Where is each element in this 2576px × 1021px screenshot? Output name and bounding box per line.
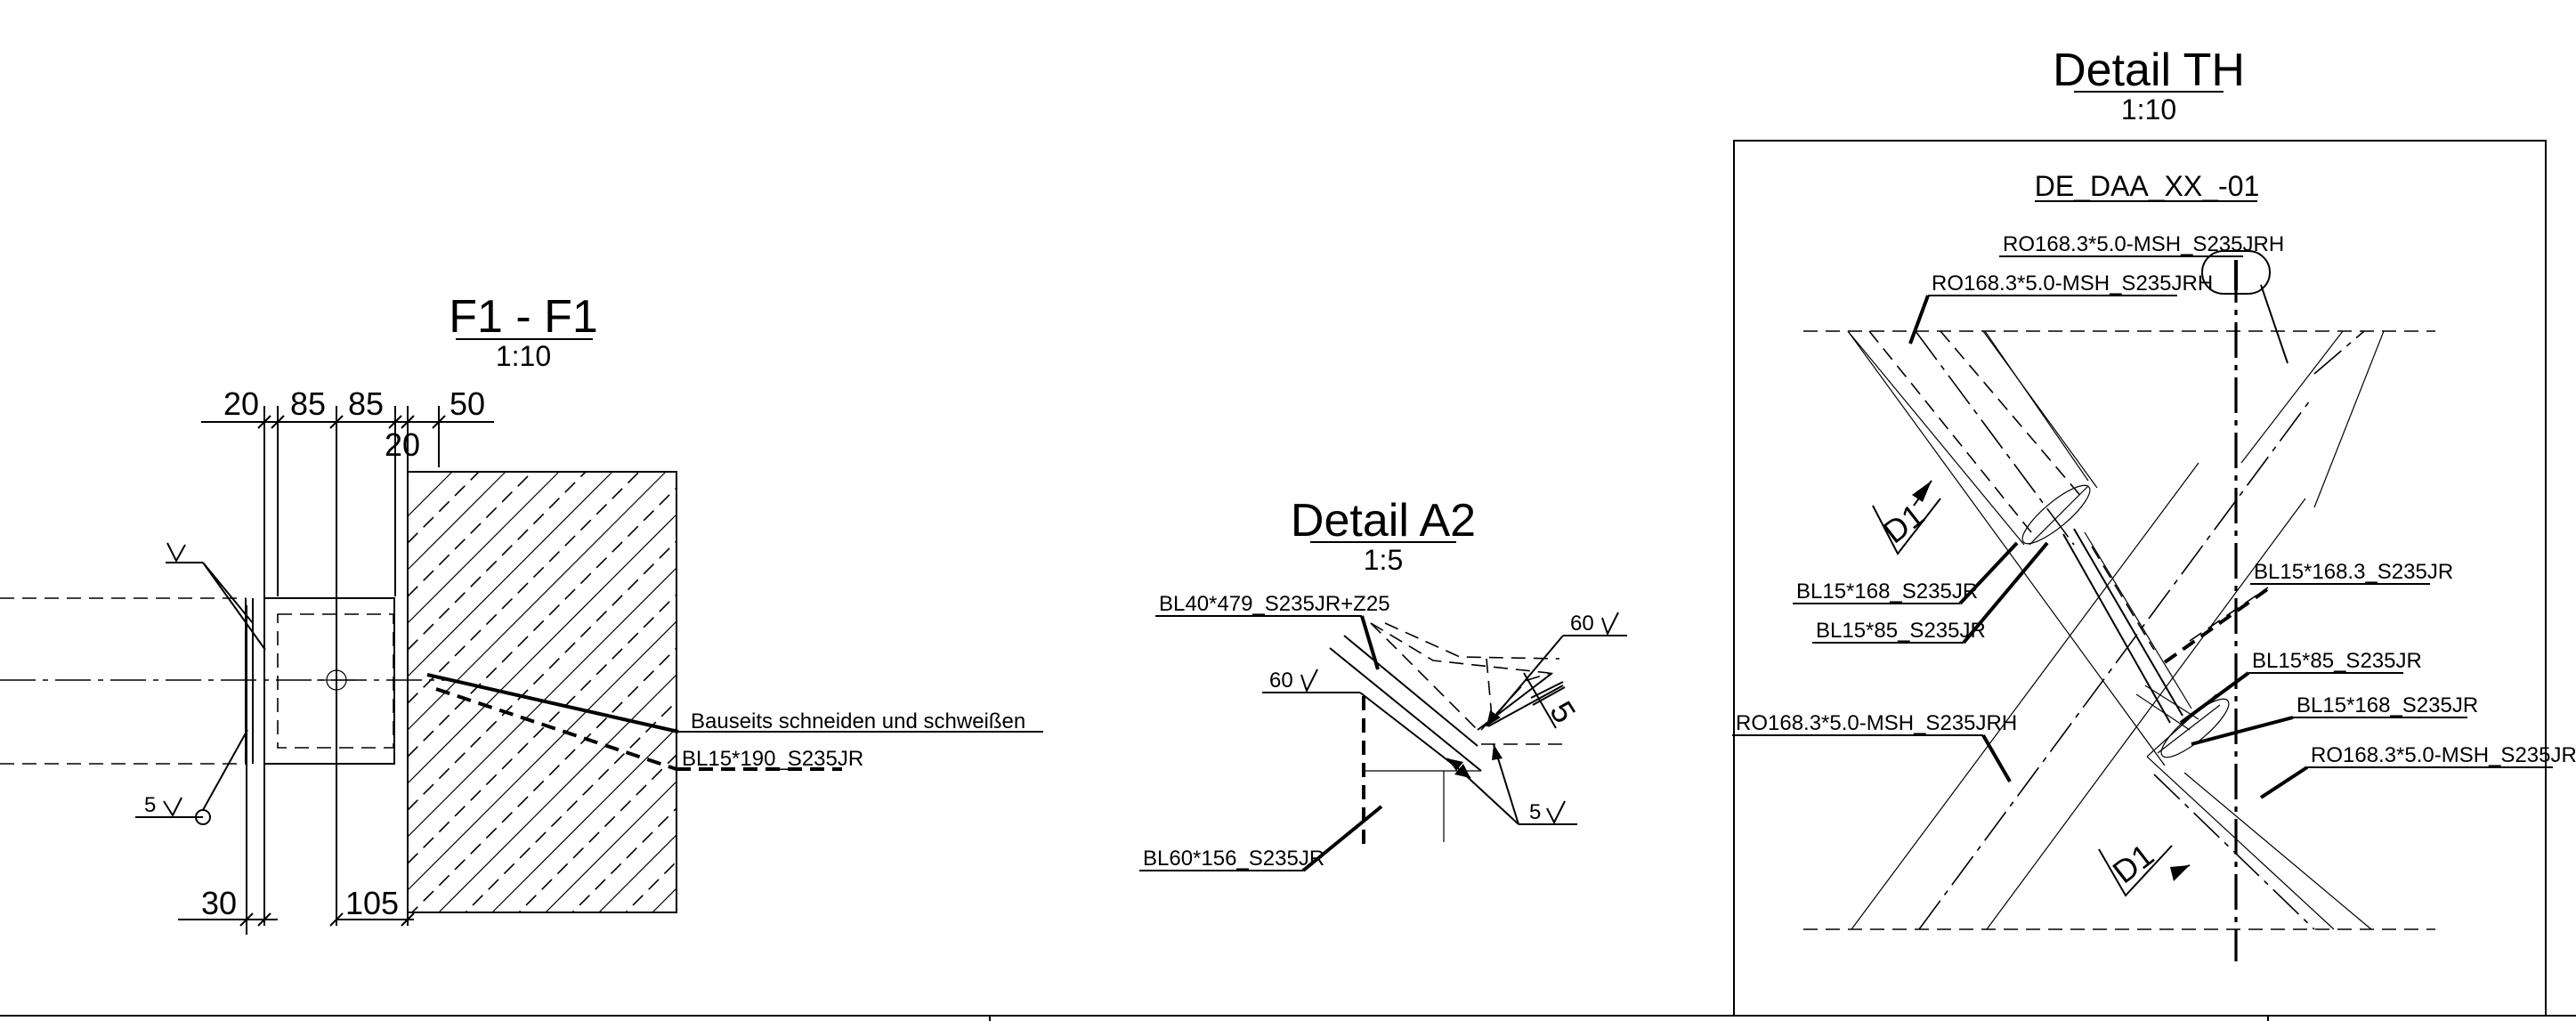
weld-symbol-lower: 5 (135, 729, 248, 825)
th-label-pipe-top2: RO168.3*5.0-MSH_S235JRH (1908, 271, 2213, 344)
th-label-plate-168-right-text: BL15*168_S235JR (2297, 693, 2478, 717)
th-label-plate-85-right-text: BL15*85_S235JR (2252, 649, 2422, 673)
sheet-border (0, 1015, 2576, 1021)
pipe-diagonal-2 (1851, 330, 2385, 930)
section-view-f1: F1 - F1 1:10 20 85 85 50 20 (0, 291, 1043, 935)
dim-20-right: 20 (385, 426, 420, 463)
view-title: F1 - F1 (449, 291, 598, 343)
th-label-pipe-right: RO168.3*5.0-MSH_S235JRH (2259, 743, 2576, 799)
a2-weld-5-lower: 5 (1446, 743, 1577, 825)
th-label-plate-168-left-text: BL15*168_S235JR (1796, 579, 1978, 604)
a2-top-plate-text: BL40*479_S235JR+Z25 (1159, 592, 1390, 616)
a2-top-plate-label: BL40*479_S235JR+Z25 (1155, 592, 1390, 670)
view-scale: 1:10 (496, 340, 551, 372)
dim-85-first: 85 (290, 385, 326, 422)
a2-weld-60-left: 60 (1262, 669, 1471, 779)
th-label-plate-85-left: BL15*85_S235JR (1812, 541, 2049, 644)
detail-th-frame (1733, 140, 2547, 1016)
detail-th-scale: 1:10 (2121, 93, 2176, 126)
detail-a2-title: Detail A2 (1291, 495, 1476, 547)
th-label-plate-85-right: BL15*85_S235JR (2179, 649, 2422, 725)
th-label-plate-168-left: BL15*168_S235JR (1793, 541, 2019, 605)
th-label-plate-168-3: BL15*168.3_S235JR (2250, 560, 2453, 585)
upper-brace (1847, 330, 2091, 546)
a2-dim-5-text: 5 (1543, 695, 1583, 730)
weld-size-label: 5 (144, 793, 156, 817)
concrete-wall (407, 471, 677, 913)
detail-th: Detail TH 1:10 DE_DAA_XX_-01 (1732, 45, 2576, 1016)
dim-30: 30 (201, 885, 237, 921)
a2-weld-60-right-text: 60 (1570, 612, 1594, 636)
end-plate (263, 597, 395, 765)
part-label-bl15-190: BL15*190_S235JR (435, 687, 863, 771)
detail-th-title: Detail TH (2053, 45, 2245, 96)
dimension-chain-bottom: 30 105 (178, 605, 415, 935)
a2-weld-5-lower-text: 5 (1529, 800, 1541, 824)
section-mark-d1-lower: D1 (2098, 837, 2191, 897)
th-label-pipe-top1: RO168.3*5.0-MSH_S235JRH (1999, 232, 2288, 364)
detail-a2: Detail A2 1:5 BL40*479_S235JR+Z25 60 (1139, 495, 1627, 872)
th-label-plate-168-3-text: BL15*168.3_S235JR (2254, 560, 2453, 584)
detail-a2-scale: 1:5 (1364, 544, 1403, 576)
dim-85-second: 85 (348, 385, 384, 422)
section-mark-d1-lower-text: D1 (2106, 837, 2161, 891)
th-label-plate-168-right: BL15*168_S235JR (2191, 693, 2478, 746)
detail-th-drawing-id: DE_DAA_XX_-01 (2035, 170, 2260, 202)
site-note-text: Bauseits schneiden und schweißen (691, 709, 1025, 733)
a2-bottom-plate-label: BL60*156_S235JR (1139, 805, 1383, 872)
beam-hidden-lines (0, 597, 445, 765)
a2-weld-60-left-text: 60 (1269, 669, 1293, 693)
section-mark-d1-upper-text: D1 (1876, 497, 1932, 551)
section-mark-d1-upper: D1 (1872, 480, 1941, 555)
site-note: Bauseits schneiden und schweißen (426, 673, 1043, 733)
th-label-pipe-top2-text: RO168.3*5.0-MSH_S235JRH (1932, 271, 2213, 296)
a2-weld-60-right: 60 (1486, 612, 1627, 727)
dim-105: 105 (345, 885, 399, 921)
part-label-text: BL15*190_S235JR (682, 747, 863, 771)
dim-50: 50 (450, 385, 485, 422)
lower-brace (2146, 693, 2230, 758)
gusset-connection (2062, 528, 2272, 731)
th-label-pipe-right-text: RO168.3*5.0-MSH_S235JRH (2311, 743, 2576, 767)
pipe-diagonal-1 (1847, 330, 2372, 930)
weld-symbol-upper (166, 542, 266, 651)
th-label-pipe-top1-text: RO168.3*5.0-MSH_S235JRH (2003, 232, 2284, 256)
a2-bottom-plate-text: BL60*156_S235JR (1143, 847, 1324, 871)
th-label-plate-85-left-text: BL15*85_S235JR (1816, 619, 1986, 643)
th-label-pipe-left-text: RO168.3*5.0-MSH_S235JRH (1736, 711, 2017, 735)
th-label-pipe-left: RO168.3*5.0-MSH_S235JRH (1732, 711, 2017, 782)
dim-20-left: 20 (223, 385, 259, 422)
